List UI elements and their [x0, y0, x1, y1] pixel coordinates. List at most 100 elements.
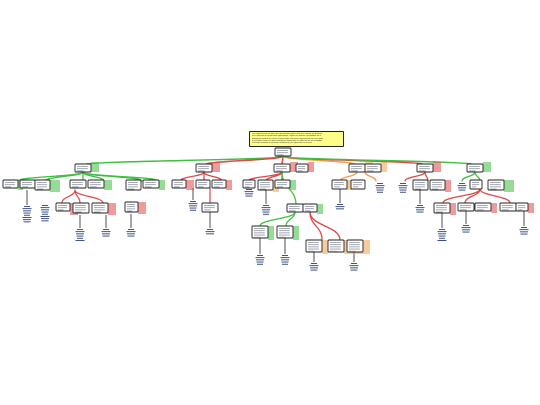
- concept-node[interactable]: [274, 179, 291, 189]
- leaf-text: [42, 213, 48, 215]
- concept-node[interactable]: [74, 163, 92, 173]
- concept-node[interactable]: [474, 202, 492, 212]
- category-band: [317, 204, 323, 214]
- concept-node[interactable]: [195, 179, 211, 189]
- concept-node[interactable]: [364, 163, 382, 173]
- node-text: [22, 186, 29, 188]
- concept-node[interactable]: [142, 179, 160, 189]
- concept-node[interactable]: [195, 163, 213, 173]
- concept-node[interactable]: [416, 163, 434, 173]
- concept-node[interactable]: [412, 179, 429, 191]
- leaf-label: [398, 183, 408, 193]
- concept-node[interactable]: [125, 179, 142, 191]
- leaf-label: [519, 227, 529, 235]
- concept-node[interactable]: [515, 202, 529, 212]
- leaf-text: [189, 205, 197, 207]
- concept-node[interactable]: [286, 203, 304, 213]
- node-text: [58, 209, 64, 211]
- concept-node[interactable]: [211, 179, 227, 189]
- node-text: [94, 207, 105, 209]
- leaf-text: [399, 189, 407, 191]
- node-text: [349, 250, 356, 252]
- node-text: [279, 230, 290, 232]
- concept-node[interactable]: [34, 179, 51, 191]
- category-band: [268, 226, 274, 240]
- leaf-text: [128, 229, 134, 230]
- node-text: [351, 170, 358, 172]
- leaf-text: [127, 233, 135, 235]
- concept-node[interactable]: [19, 179, 36, 189]
- concept-node[interactable]: [274, 147, 292, 157]
- concept-node[interactable]: [305, 239, 323, 253]
- leaf-label: [437, 229, 447, 241]
- node-text: [351, 168, 362, 170]
- node-text: [518, 209, 523, 211]
- summary-note[interactable]: Los supuestos de la teoría del aprendiza…: [249, 131, 344, 147]
- node-text: [174, 184, 183, 186]
- node-text: [77, 170, 84, 172]
- concept-node[interactable]: [499, 202, 517, 212]
- leaf-label: [457, 183, 467, 191]
- node-text: [419, 170, 426, 172]
- node-text: [289, 210, 296, 212]
- concept-node[interactable]: [433, 202, 451, 214]
- node-text: [415, 186, 425, 188]
- leaf-text: [23, 210, 31, 212]
- concept-node[interactable]: [487, 179, 505, 191]
- concept-node[interactable]: [348, 163, 366, 173]
- concept-node[interactable]: [242, 179, 256, 189]
- concept-node[interactable]: [350, 179, 366, 190]
- concept-node[interactable]: [171, 179, 187, 189]
- concept-node[interactable]: [87, 179, 105, 189]
- node-text: [330, 242, 341, 243]
- category-band: [138, 202, 146, 214]
- node-text: [198, 166, 209, 167]
- node-text: [214, 186, 220, 188]
- concept-node[interactable]: [251, 225, 269, 239]
- node-text: [432, 188, 439, 190]
- leaf-text: [23, 212, 31, 214]
- node-text: [279, 232, 290, 234]
- node-text: [22, 184, 32, 186]
- leaf-text: [375, 185, 385, 187]
- concept-node[interactable]: [327, 239, 345, 253]
- node-text: [353, 184, 362, 186]
- node-text: [260, 186, 270, 188]
- concept-node[interactable]: [331, 179, 348, 190]
- leaf-text: [262, 209, 270, 211]
- concept-node[interactable]: [469, 179, 483, 190]
- leaf-label: [255, 255, 265, 265]
- concept-node[interactable]: [124, 201, 139, 213]
- concept-node[interactable]: [295, 163, 309, 173]
- concept-node[interactable]: [457, 202, 475, 212]
- category-band: [445, 180, 451, 192]
- category-band: [450, 203, 456, 215]
- concept-node[interactable]: [276, 225, 294, 239]
- leaf-text: [22, 217, 32, 218]
- concept-node[interactable]: [273, 163, 291, 173]
- node-text: [204, 207, 215, 209]
- node-text: [518, 207, 526, 209]
- concept-node[interactable]: [466, 163, 484, 173]
- node-text: [469, 166, 480, 167]
- node-text: [72, 182, 83, 183]
- node-text: [254, 232, 265, 234]
- connector-line: [309, 211, 341, 241]
- concept-node[interactable]: [91, 202, 109, 214]
- leaf-text: [310, 267, 318, 269]
- concept-node[interactable]: [2, 179, 19, 189]
- concept-node[interactable]: [55, 202, 71, 212]
- leaf-text: [462, 229, 470, 231]
- node-text: [298, 168, 306, 170]
- concept-node[interactable]: [302, 203, 318, 213]
- node-text: [260, 184, 270, 186]
- concept-node[interactable]: [429, 179, 446, 191]
- concept-node[interactable]: [257, 179, 274, 191]
- concept-node[interactable]: [72, 202, 90, 214]
- concept-node[interactable]: [346, 239, 364, 253]
- concept-node[interactable]: [201, 202, 219, 213]
- leaf-text: [437, 231, 447, 233]
- concept-node[interactable]: [69, 179, 87, 189]
- note-line: Los supuestos de la teoría del aprendiza…: [252, 133, 323, 135]
- leaf-text: [462, 231, 470, 233]
